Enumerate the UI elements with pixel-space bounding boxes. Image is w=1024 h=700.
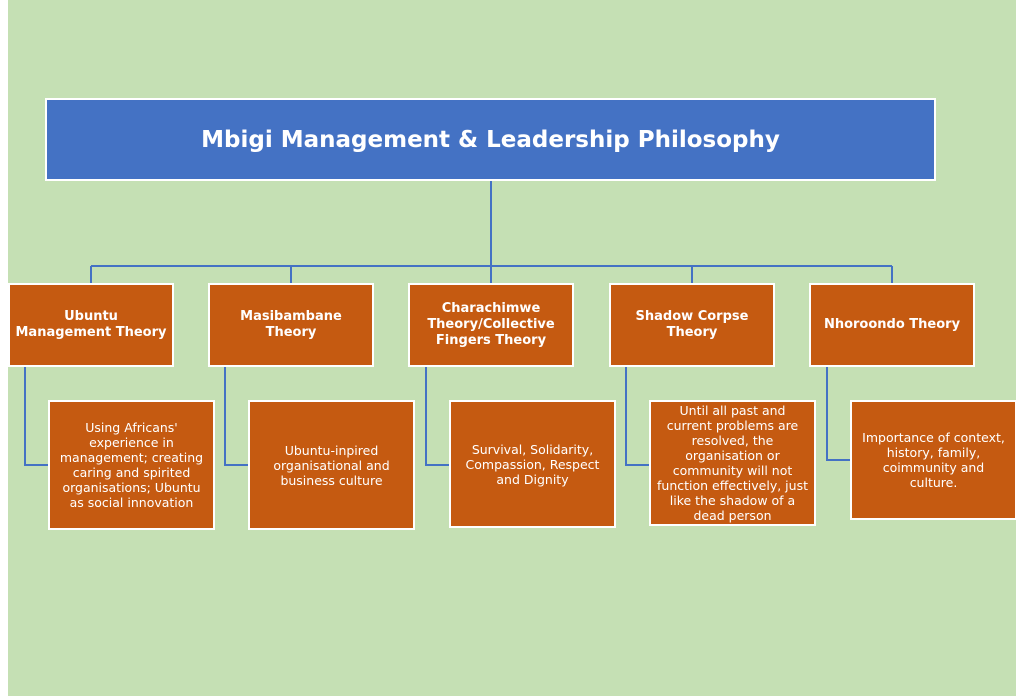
description-box-charachimwe: Survival, Solidarity, Compassion, Respec… bbox=[449, 400, 616, 528]
theory-box-shadow-corpse: Shadow Corpse Theory bbox=[609, 283, 775, 367]
theory-box-ubuntu: Ubuntu Management Theory bbox=[8, 283, 174, 367]
theory-box-masibambane: Masibambane Theory bbox=[208, 283, 374, 367]
diagram-title: Mbigi Management & Leadership Philosophy bbox=[45, 98, 936, 181]
description-box-ubuntu: Using Africans' experience in management… bbox=[48, 400, 215, 530]
elbow-connector-2 bbox=[224, 367, 249, 466]
description-box-nhoroondo: Importance of context, history, family, … bbox=[850, 400, 1017, 520]
theory-box-nhoroondo: Nhoroondo Theory bbox=[809, 283, 975, 367]
elbow-connector-5 bbox=[826, 367, 851, 461]
description-box-shadow-corpse: Until all past and current problems are … bbox=[649, 400, 816, 526]
description-box-masibambane: Ubuntu-inpired organisational and busine… bbox=[248, 400, 415, 530]
elbow-connector-4 bbox=[625, 367, 650, 466]
elbow-connector-3 bbox=[425, 367, 450, 466]
theory-box-charachimwe: Charachimwe Theory/Collective Fingers Th… bbox=[408, 283, 574, 367]
elbow-connector-1 bbox=[24, 367, 49, 466]
